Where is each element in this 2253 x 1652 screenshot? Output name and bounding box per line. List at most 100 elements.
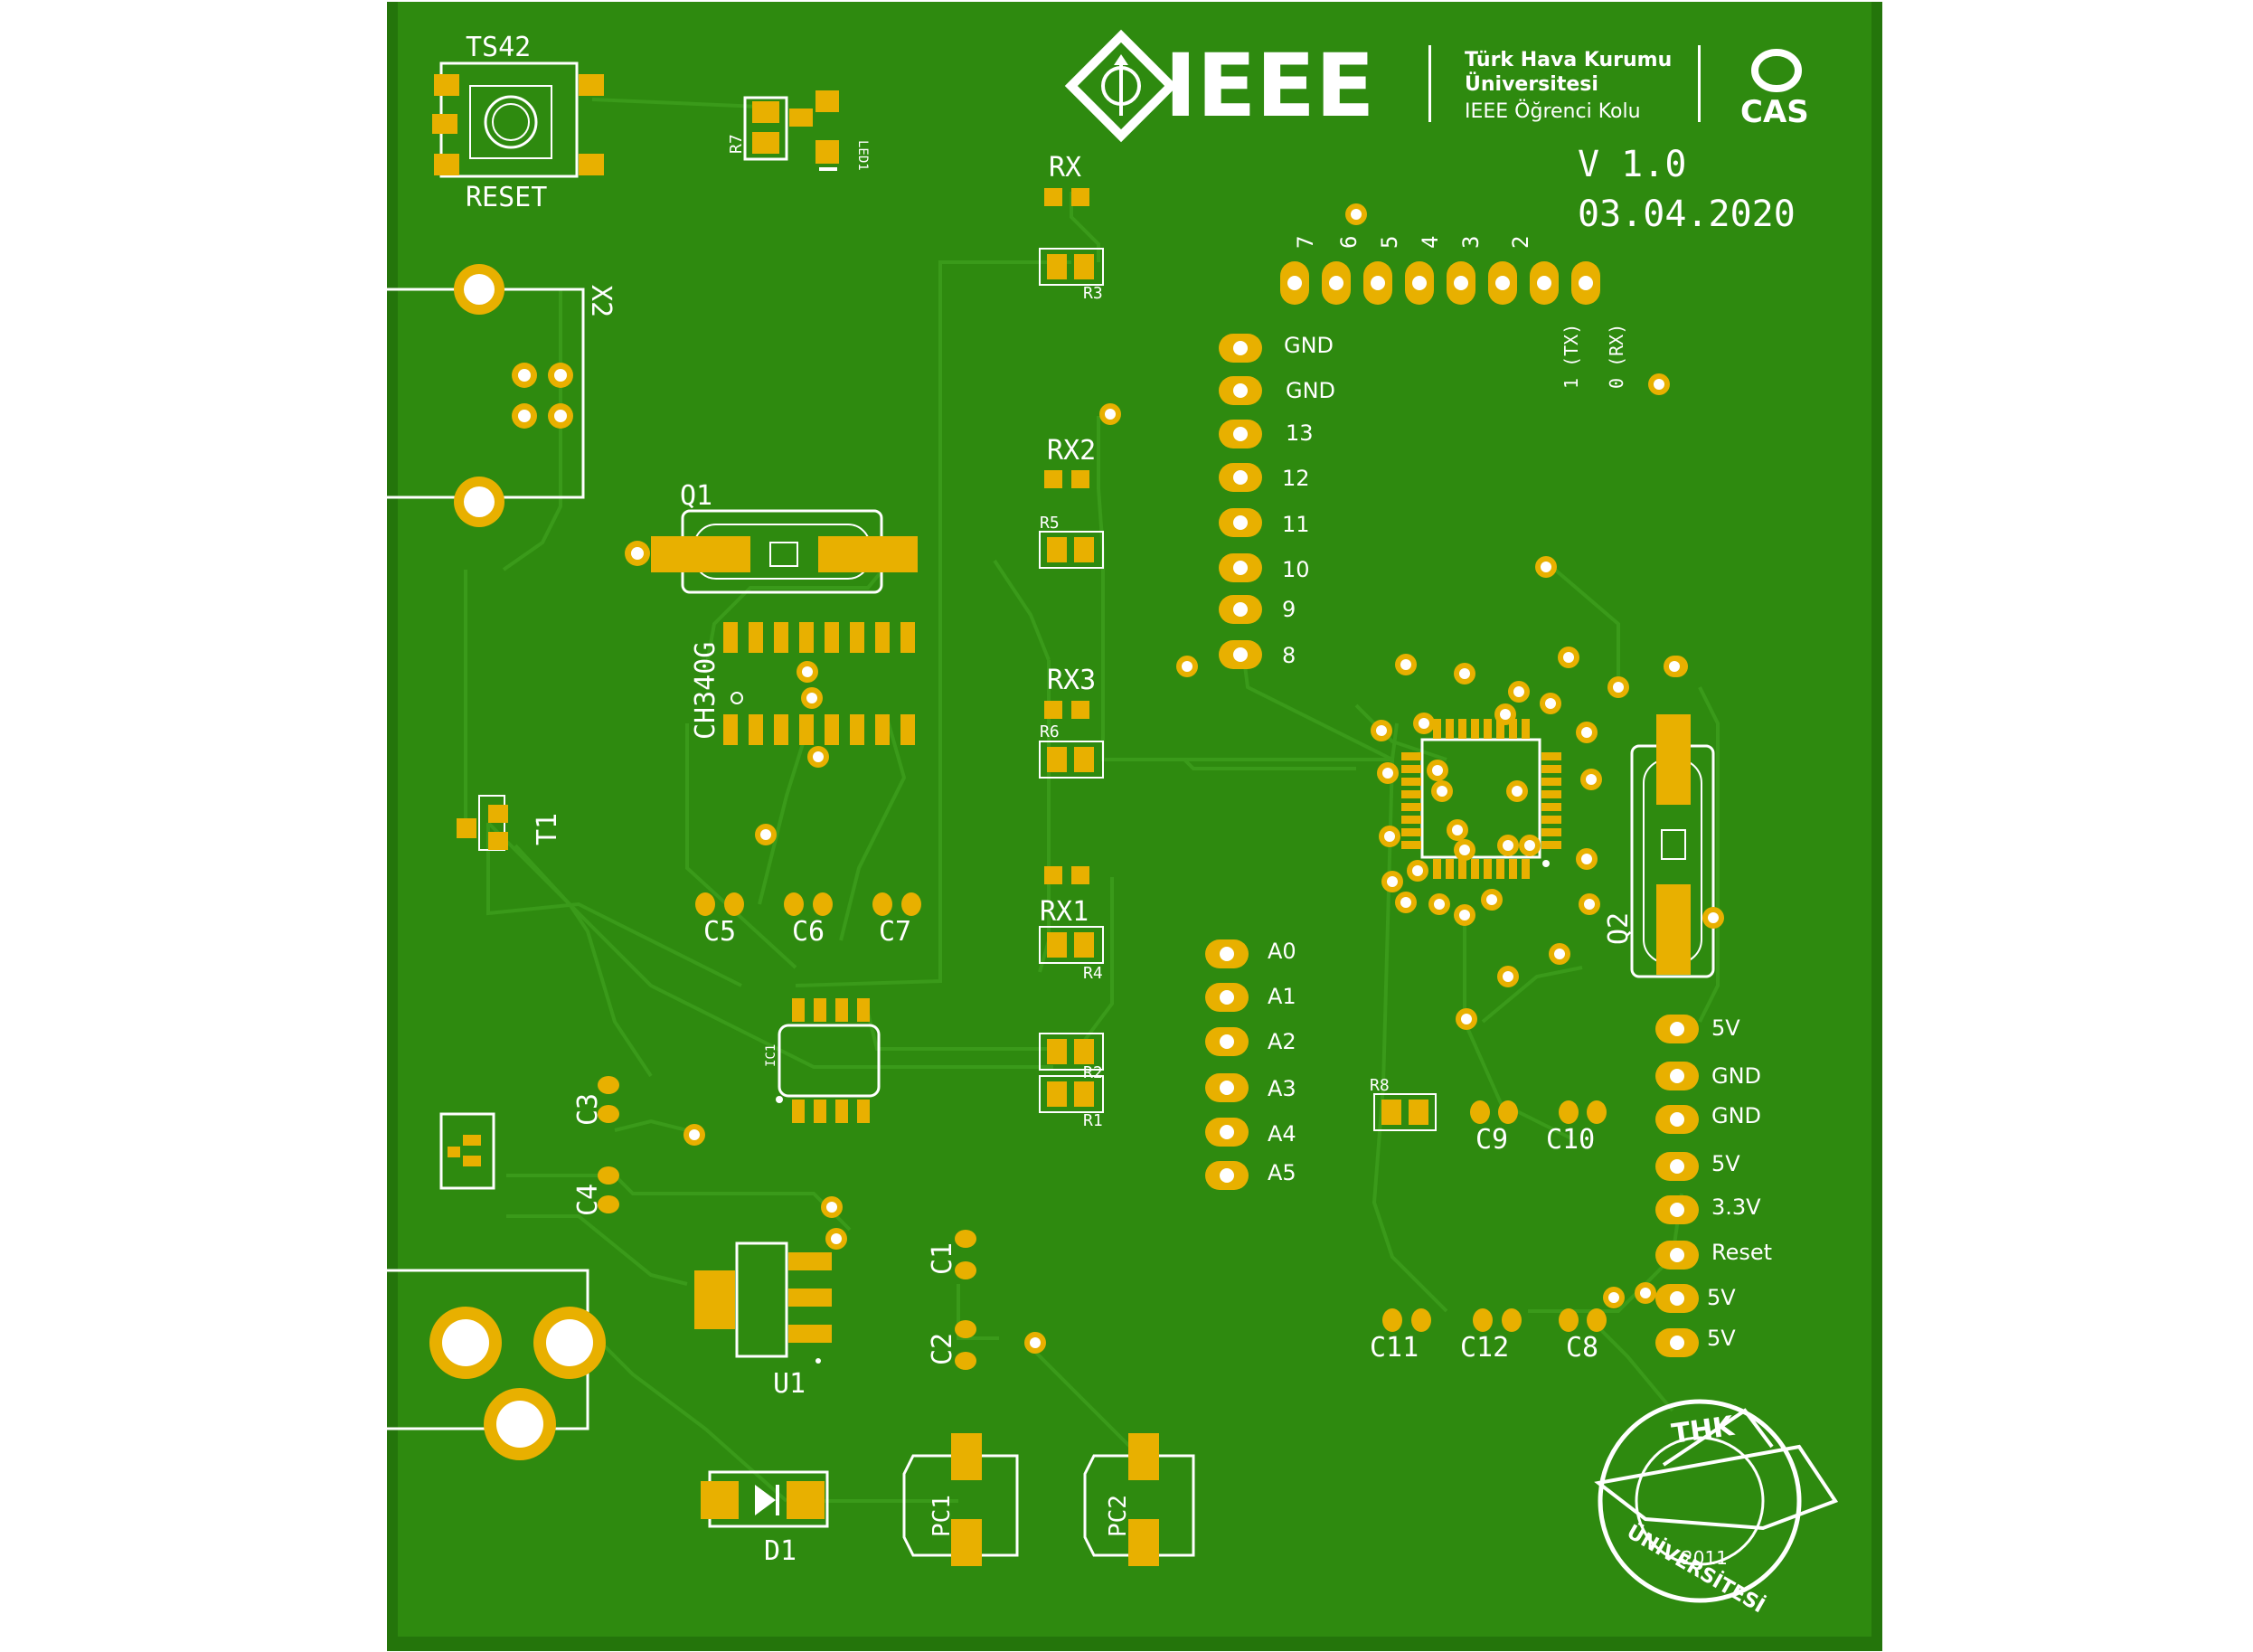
u1-regulator-footprint [694, 1241, 832, 1364]
label-r3: R3 [1083, 284, 1103, 303]
label-c10: C10 [1546, 1124, 1595, 1156]
label-u1: U1 [773, 1368, 806, 1400]
org-line-1: Türk Hava Kurumu [1465, 49, 1672, 71]
label-rx3: RX3 [1047, 665, 1096, 696]
label-c4: C4 [572, 1184, 604, 1216]
label-r5: R5 [1040, 514, 1060, 533]
mcu-pin-left-3 [1401, 790, 1421, 798]
mcu-qfp-footprint [1401, 719, 1561, 879]
mcu-pin-top-1 [1446, 719, 1454, 739]
top-pin-label-5: 5 [1377, 236, 1402, 249]
mcu-pin-bottom-4 [1484, 859, 1492, 879]
mcu-pin-top-7 [1522, 719, 1530, 739]
reset-switch-footprint [432, 61, 604, 178]
mcu-pin-bottom-7 [1522, 859, 1530, 879]
mcu-pin-left-4 [1401, 803, 1421, 811]
power-pin-label-gnd-2: GND [1711, 1103, 1761, 1128]
mcu-pin-bottom-3 [1471, 859, 1479, 879]
label-d1: D1 [764, 1535, 797, 1567]
power-pin-label-gnd-1: GND [1711, 1063, 1761, 1089]
small-sensor-footprint [439, 1112, 495, 1190]
label-q2: Q2 [1603, 912, 1635, 945]
ch340g-chip-footprint [723, 622, 915, 745]
q1-crystal-footprint [625, 509, 918, 594]
mcu-pin-left-0 [1401, 752, 1421, 760]
mcu-pin-right-4 [1541, 803, 1561, 811]
label-led1: LED1 [855, 140, 870, 171]
label-c6: C6 [792, 916, 825, 948]
label-r2: R2 [1083, 1063, 1103, 1082]
d1-diode-footprint [701, 1470, 829, 1528]
mcu-pin-right-3 [1541, 790, 1561, 798]
label-ch340g: CH340G [690, 642, 721, 740]
power-pin-label-5v-1: 5V [1711, 1015, 1740, 1041]
mcu-pin-top-6 [1509, 719, 1517, 739]
top-pin-label-2: 2 [1508, 236, 1533, 249]
mcu-pin-top-3 [1471, 719, 1479, 739]
power-pin-label-3v3: 3.3V [1711, 1194, 1761, 1220]
label-r6: R6 [1040, 722, 1060, 741]
analog-pin-label-a3: A3 [1268, 1076, 1296, 1101]
left-pin-label-12: 12 [1282, 466, 1310, 491]
cas-label: CAS [1740, 94, 1809, 130]
label-x2: X2 [585, 285, 617, 317]
analog-pin-label-a2: A2 [1268, 1029, 1296, 1054]
mcu-pin-right-7 [1541, 841, 1561, 849]
left-pin-label-10: 10 [1282, 557, 1310, 582]
x2-usb-connector [387, 264, 585, 527]
left-pin-label-13: 13 [1286, 420, 1314, 446]
rx-resistor-column [1039, 188, 1104, 1113]
label-pc2: PC2 [1105, 1495, 1132, 1537]
seal-year: 2011 [1682, 1547, 1728, 1569]
mcu-pin-bottom-0 [1433, 859, 1441, 879]
label-r8: R8 [1370, 1076, 1390, 1095]
pc1-pc2-capacitors [902, 1433, 1195, 1566]
top-pin-label-rx: 0 (RX) [1606, 324, 1627, 389]
top-pin-label-tx: 1 (TX) [1560, 324, 1582, 389]
label-pc1: PC1 [929, 1495, 956, 1537]
left-pin-label-11: 11 [1282, 512, 1310, 537]
label-ic1: IC1 [764, 1044, 778, 1067]
mcu-pin-left-5 [1401, 816, 1421, 824]
org-line-3: IEEE Öğrenci Kolu [1465, 99, 1641, 123]
mcu-pin-top-0 [1433, 719, 1441, 739]
power-pin-label-5v-4: 5V [1707, 1326, 1736, 1351]
top-pin-label-4: 4 [1418, 236, 1443, 249]
mcu-pin-left-7 [1401, 841, 1421, 849]
mcu-pin-bottom-5 [1496, 859, 1504, 879]
mcu-pin-bottom-6 [1509, 859, 1517, 879]
top-pin-label-7: 7 [1293, 236, 1318, 249]
label-c8: C8 [1566, 1332, 1598, 1364]
top-pin-label-3: 3 [1458, 236, 1484, 249]
analog-pin-label-a0: A0 [1268, 939, 1296, 964]
header-labels: 7 6 5 4 3 2 1 (TX) 0 (RX) GND GND 13 12 … [1268, 236, 1772, 1351]
left-pin-label-8: 8 [1282, 643, 1296, 668]
mcu-pin-bottom-2 [1458, 859, 1466, 879]
label-r4: R4 [1083, 964, 1103, 983]
org-line-2: Üniversitesi [1465, 72, 1598, 96]
mcu-pin-left-1 [1401, 765, 1421, 773]
power-pin-label-reset: Reset [1711, 1240, 1772, 1265]
power-pin-label-5v-3: 5V [1707, 1285, 1736, 1310]
label-c11: C11 [1370, 1332, 1419, 1364]
analog-pin-label-a1: A1 [1268, 984, 1296, 1009]
board-surface [398, 2, 1871, 1637]
left-pin-label-9: 9 [1282, 597, 1296, 622]
label-c2: C2 [927, 1333, 958, 1365]
t1-transistor-footprint [457, 795, 508, 851]
mcu-pin-top-4 [1484, 719, 1492, 739]
mcu-pin-top-5 [1496, 719, 1504, 739]
mcu-pin-right-0 [1541, 752, 1561, 760]
label-c3: C3 [572, 1093, 604, 1126]
mcu-pin-bottom-1 [1446, 859, 1454, 879]
label-t1: T1 [532, 813, 563, 845]
c3-c4-capacitors [598, 1076, 619, 1213]
label-rx2: RX2 [1047, 435, 1096, 467]
label-c12: C12 [1460, 1332, 1509, 1364]
mcu-pin-right-5 [1541, 816, 1561, 824]
analog-pin-label-a4: A4 [1268, 1121, 1296, 1147]
label-c7: C7 [879, 916, 911, 948]
q2-crystal-footprint [1630, 714, 1715, 978]
label-c1: C1 [927, 1242, 958, 1275]
